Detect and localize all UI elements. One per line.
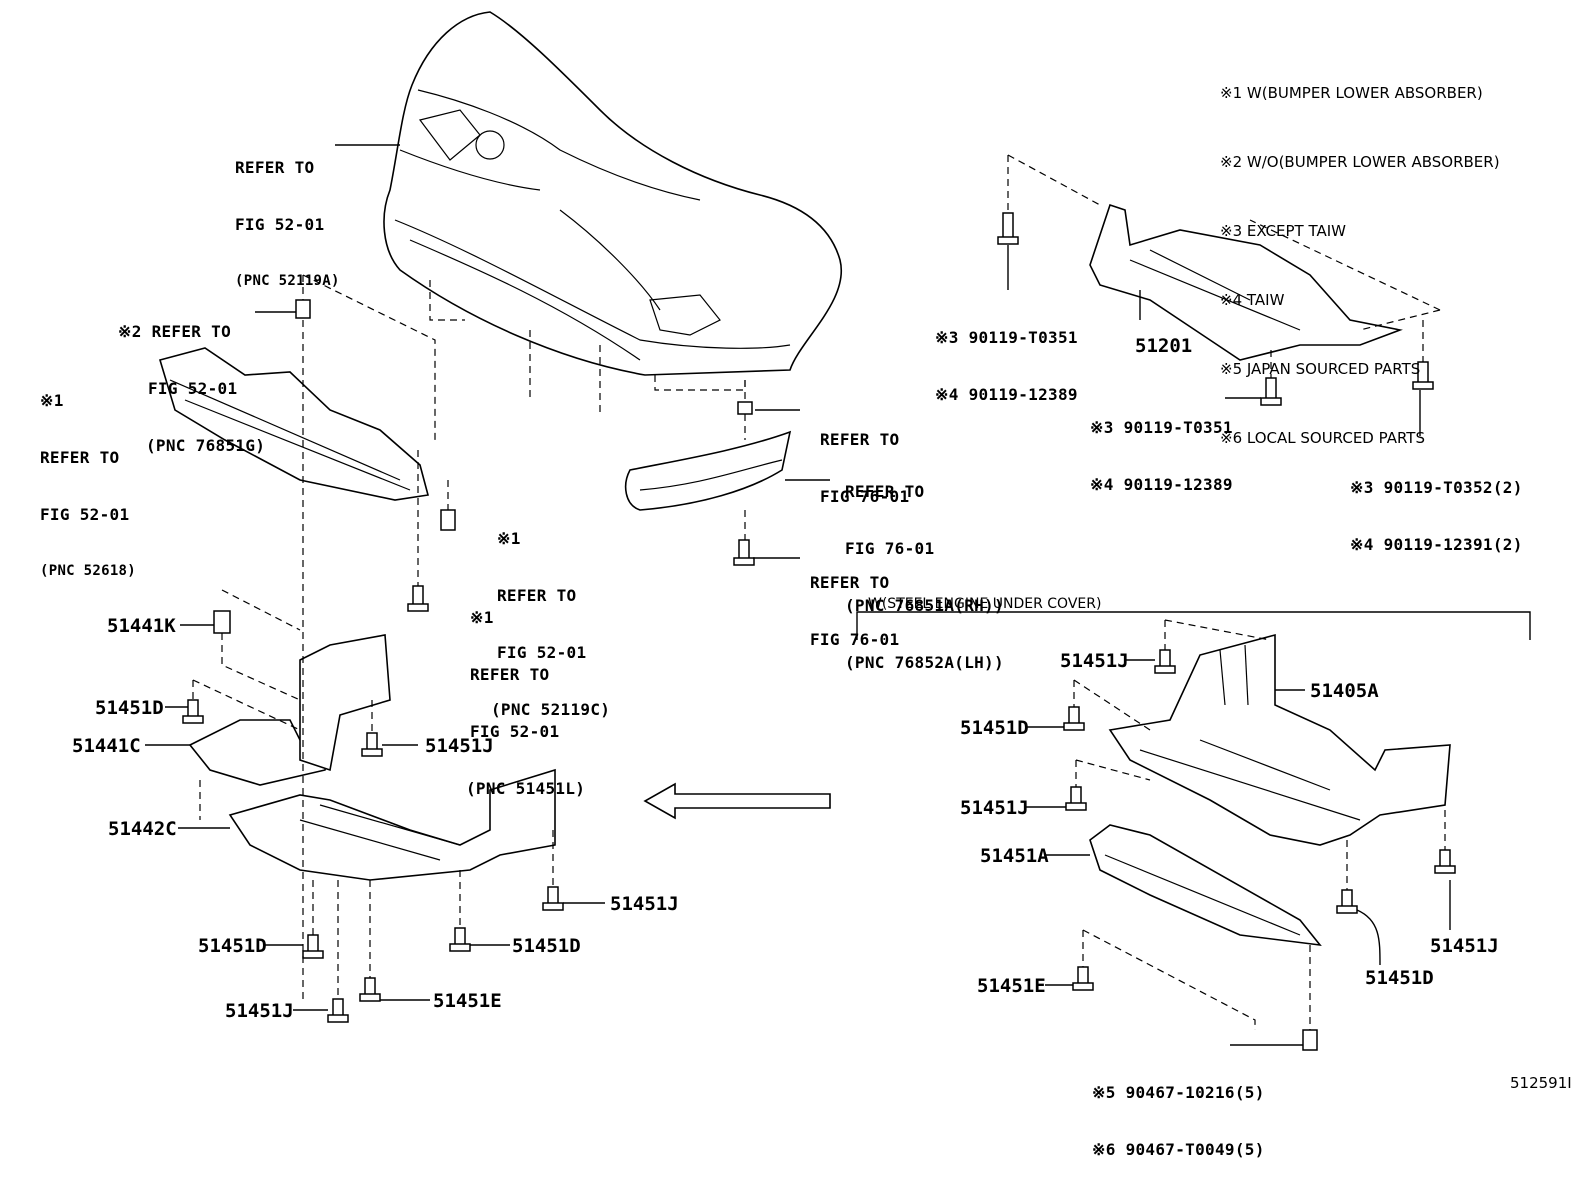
code-line: ※4 90119-12391(2) (1350, 535, 1523, 554)
ref-line: FIG 76-01 (820, 487, 910, 506)
leader-lines (145, 245, 1451, 1046)
part-51451j-left-2[interactable]: 51451J (610, 893, 679, 915)
ref-line: ※1 (40, 391, 64, 410)
note-2: ※2 W/O(BUMPER LOWER ABSORBER) (1220, 153, 1500, 171)
ref-line: ※2 REFER TO (118, 322, 232, 341)
bolt-code-c[interactable]: ※3 90119-T0352(2) ※4 90119-12391(2) (1350, 440, 1523, 573)
section-title: W(STEEL ENGINE UNDER COVER) (868, 596, 1102, 612)
bolt-code-a[interactable]: ※3 90119-T0351 ※4 90119-12389 (935, 290, 1078, 423)
code-line: ※4 90119-12389 (1090, 475, 1233, 494)
ref-line: FIG 52-01 (470, 722, 560, 741)
part-51451a[interactable]: 51451A (980, 845, 1049, 867)
ref-line: (PNC 76851G) (146, 436, 266, 455)
part-51451d-right-2[interactable]: 51451D (1365, 967, 1434, 989)
ref-line: (PNC 52119A) (235, 273, 340, 289)
part-51451d-left-2[interactable]: 51451D (512, 935, 581, 957)
code-line: ※5 90467-10216(5) (1092, 1083, 1265, 1102)
code-line: ※4 90119-12389 (935, 385, 1078, 404)
bumper-lower-absorber (158, 347, 430, 501)
ref-line: (PNC 52618) (40, 563, 137, 579)
part-51451d-left-1[interactable]: 51451D (95, 697, 164, 719)
note-5: ※5 JAPAN SOURCED PARTS (1220, 360, 1421, 378)
ref-line: FIG 76-01 (845, 539, 935, 558)
ref-clip-76-top[interactable]: REFER TO FIG 76-01 (820, 392, 909, 525)
ref-line: FIG 52-01 (235, 215, 325, 234)
part-51451d-left-3[interactable]: 51451D (198, 935, 267, 957)
part-51441c[interactable]: 51441C (72, 735, 141, 757)
part-51405a[interactable]: 51405A (1310, 680, 1379, 702)
part-51451j-left-1[interactable]: 51451J (425, 735, 494, 757)
ref-clip-52119c[interactable]: ※1 REFER TO FIG 52-01 (PNC 52119C) (491, 491, 610, 738)
under-cover-51441c (188, 634, 391, 786)
code-line: ※3 90119-T0351 (935, 328, 1078, 347)
front-bumper-cover (383, 11, 843, 376)
ref-line: REFER TO (497, 586, 577, 605)
bolt-code-d[interactable]: ※5 90467-10216(5) ※6 90467-T0049(5) (1092, 1045, 1265, 1178)
ref-line: (PNC 76852A(LH)) (845, 653, 1004, 672)
part-51451e-left[interactable]: 51451E (433, 990, 502, 1012)
ref-line: FIG 52-01 (497, 643, 587, 662)
note-3: ※3 EXCEPT TAIW (1220, 222, 1346, 240)
parts-diagram (145, 11, 1531, 1051)
ref-line: FIG 52-01 (40, 505, 130, 524)
ref-line: REFER TO (820, 430, 900, 449)
part-51451d-right-1[interactable]: 51451D (960, 717, 1029, 739)
part-51451j-right-3[interactable]: 51451J (1430, 935, 1499, 957)
part-51451j-right-1[interactable]: 51451J (1060, 650, 1129, 672)
ref-line: REFER TO (40, 448, 120, 467)
steel-under-cover-51451a (1089, 824, 1322, 947)
ref-absorber[interactable]: ※1 REFER TO FIG 52-01 (PNC 52618) (40, 353, 136, 600)
code-line: ※3 90119-T0352(2) (1350, 478, 1523, 497)
ref-bolt-76-bottom[interactable]: REFER TO FIG 76-01 (810, 535, 899, 668)
part-51451e-right[interactable]: 51451E (977, 975, 1046, 997)
ref-line: ※1 (470, 608, 494, 627)
ref-line: REFER TO (845, 482, 925, 501)
note-6: ※6 LOCAL SOURCED PARTS (1220, 429, 1425, 447)
ref-line: REFER TO (235, 158, 315, 177)
figure-id: 512591I (1510, 1074, 1572, 1092)
bolt-code-b[interactable]: ※3 90119-T0351 ※4 90119-12389 (1090, 380, 1233, 513)
part-51451j-right-2[interactable]: 51451J (960, 797, 1029, 819)
bolts (182, 212, 1456, 1051)
section-bracket (856, 611, 1531, 640)
suspension-member-51201 (1089, 203, 1403, 361)
part-51201[interactable]: 51201 (1135, 335, 1193, 357)
ref-line: (PNC 76851A(RH)) (845, 596, 1004, 615)
ref-clip-76851g[interactable]: ※2 REFER TO FIG 52-01 (PNC 76851G) (118, 284, 265, 474)
note-1: ※1 W(BUMPER LOWER ABSORBER) (1220, 84, 1483, 102)
code-line: ※6 90467-T0049(5) (1092, 1140, 1265, 1159)
under-cover-51442c (228, 768, 556, 881)
ref-line: FIG 52-01 (148, 379, 238, 398)
notes-legend: ※1 W(BUMPER LOWER ABSORBER) ※2 W/O(BUMPE… (1220, 36, 1500, 473)
part-51442c[interactable]: 51442C (108, 818, 177, 840)
ref-line: ※1 (497, 529, 521, 548)
steel-under-cover-51405a (1108, 633, 1451, 846)
part-51451j-left-3[interactable]: 51451J (225, 1000, 294, 1022)
ref-spoiler[interactable]: REFER TO FIG 76-01 (PNC 76851A(RH)) (PNC… (845, 444, 1004, 691)
front-spoiler (624, 430, 792, 511)
ref-line: FIG 76-01 (810, 630, 900, 649)
part-51441k[interactable]: 51441K (107, 615, 176, 637)
ref-bolt-51451l[interactable]: ※1 REFER TO FIG 52-01 (PNC 51451L) (466, 570, 585, 817)
direction-arrow (643, 782, 831, 820)
note-4: ※4 TAIW (1220, 291, 1285, 309)
ref-line: REFER TO (470, 665, 550, 684)
ref-bumper-cover[interactable]: REFER TO FIG 52-01 (PNC 52119A) (235, 120, 340, 310)
dashed-guide-lines (192, 154, 1446, 1030)
ref-line: (PNC 51451L) (466, 779, 586, 798)
ref-line: (PNC 52119C) (491, 700, 611, 719)
ref-line: REFER TO (810, 573, 890, 592)
code-line: ※3 90119-T0351 (1090, 418, 1233, 437)
